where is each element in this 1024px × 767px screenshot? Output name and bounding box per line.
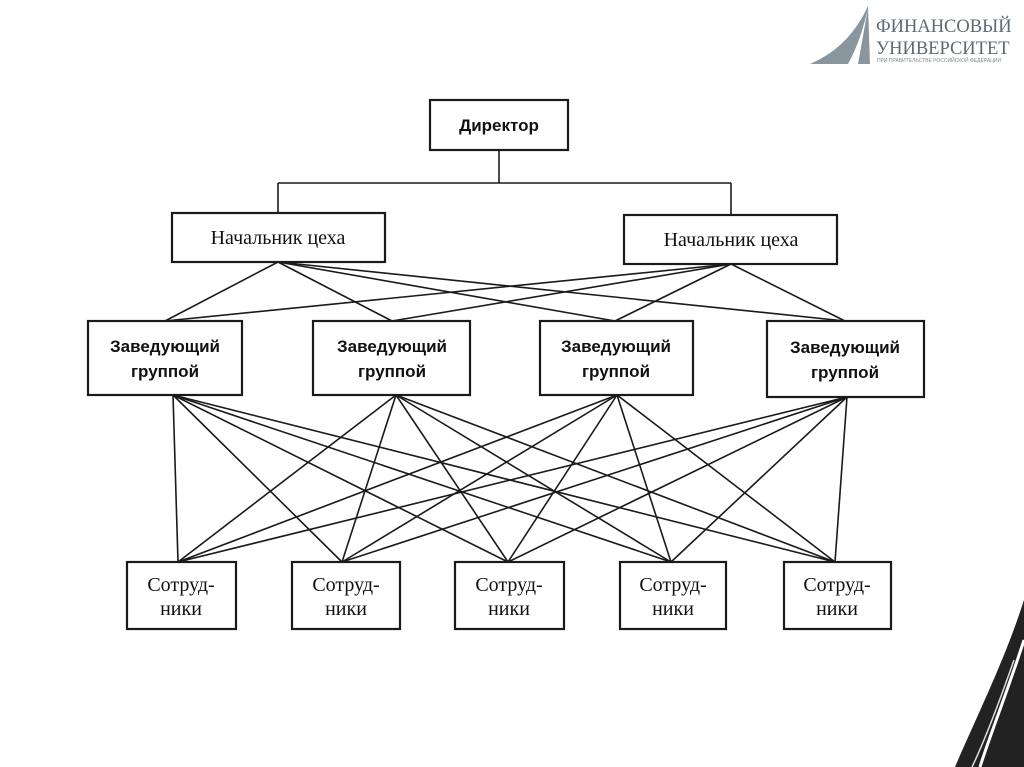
head-node: Начальник цеха bbox=[622, 213, 839, 266]
staff-label-line2: ники bbox=[488, 598, 530, 620]
group-to-staff-connectors bbox=[172, 394, 848, 563]
logo-line-3: ПРИ ПРАВИТЕЛЬСТВЕ РОССИЙСКОЙ ФЕДЕРАЦИИ bbox=[877, 56, 1002, 64]
group-head-node: Заведующий группой bbox=[86, 319, 244, 397]
group-head-label-line1: Заведующий bbox=[110, 337, 220, 356]
staff-node: Сотруд- ники bbox=[782, 560, 893, 631]
staff-label-line2: ники bbox=[160, 598, 202, 620]
head-label: Начальник цеха bbox=[664, 229, 799, 251]
group-head-node: Заведующий группой bbox=[311, 319, 472, 397]
group-head-label-line2: группой bbox=[131, 362, 199, 381]
group-head-label-line2: группой bbox=[811, 363, 879, 382]
group-head-label-line2: группой bbox=[358, 362, 426, 381]
director-connectors bbox=[277, 150, 732, 215]
staff-node: Сотруд- ники bbox=[453, 560, 566, 631]
staff-node: Сотруд- ники bbox=[290, 560, 402, 631]
director-label: Директор bbox=[459, 116, 539, 135]
staff-node: Сотруд- ники bbox=[618, 560, 728, 631]
corner-decoration bbox=[955, 600, 1024, 767]
staff-label-line2: ники bbox=[325, 598, 367, 620]
group-head-label-line2: группой bbox=[582, 362, 650, 381]
staff-node: Сотруд- ники bbox=[125, 560, 238, 631]
group-head-node: Заведующий группой bbox=[765, 319, 926, 399]
group-head-label-line1: Заведующий bbox=[561, 337, 671, 356]
group-head-label-line1: Заведующий bbox=[337, 337, 447, 356]
staff-label-line2: ники bbox=[816, 598, 858, 620]
staff-label-line1: Сотруд- bbox=[803, 574, 870, 596]
staff-label-line1: Сотруд- bbox=[147, 574, 214, 596]
staff-label-line1: Сотруд- bbox=[475, 574, 542, 596]
group-head-label-line1: Заведующий bbox=[790, 338, 900, 357]
director-node: Директор bbox=[428, 98, 570, 152]
staff-label-line1: Сотруд- bbox=[312, 574, 379, 596]
logo-line-2: УНИВЕРСИТЕТ bbox=[876, 39, 1010, 59]
head-node: Начальник цеха bbox=[170, 211, 387, 264]
group-head-node: Заведующий группой bbox=[538, 319, 695, 397]
staff-label-line1: Сотруд- bbox=[639, 574, 706, 596]
university-logo: ФИНАНСОВЫЙ УНИВЕРСИТЕТ ПРИ ПРАВИТЕЛЬСТВЕ… bbox=[810, 6, 1012, 64]
head-label: Начальник цеха bbox=[211, 227, 346, 249]
logo-sail-stripe bbox=[848, 8, 868, 64]
logo-sail-mark bbox=[810, 6, 870, 64]
logo-line-1: ФИНАНСОВЫЙ bbox=[876, 16, 1012, 37]
staff-label-line2: ники bbox=[652, 598, 694, 620]
head-to-group-connectors bbox=[164, 261, 846, 322]
